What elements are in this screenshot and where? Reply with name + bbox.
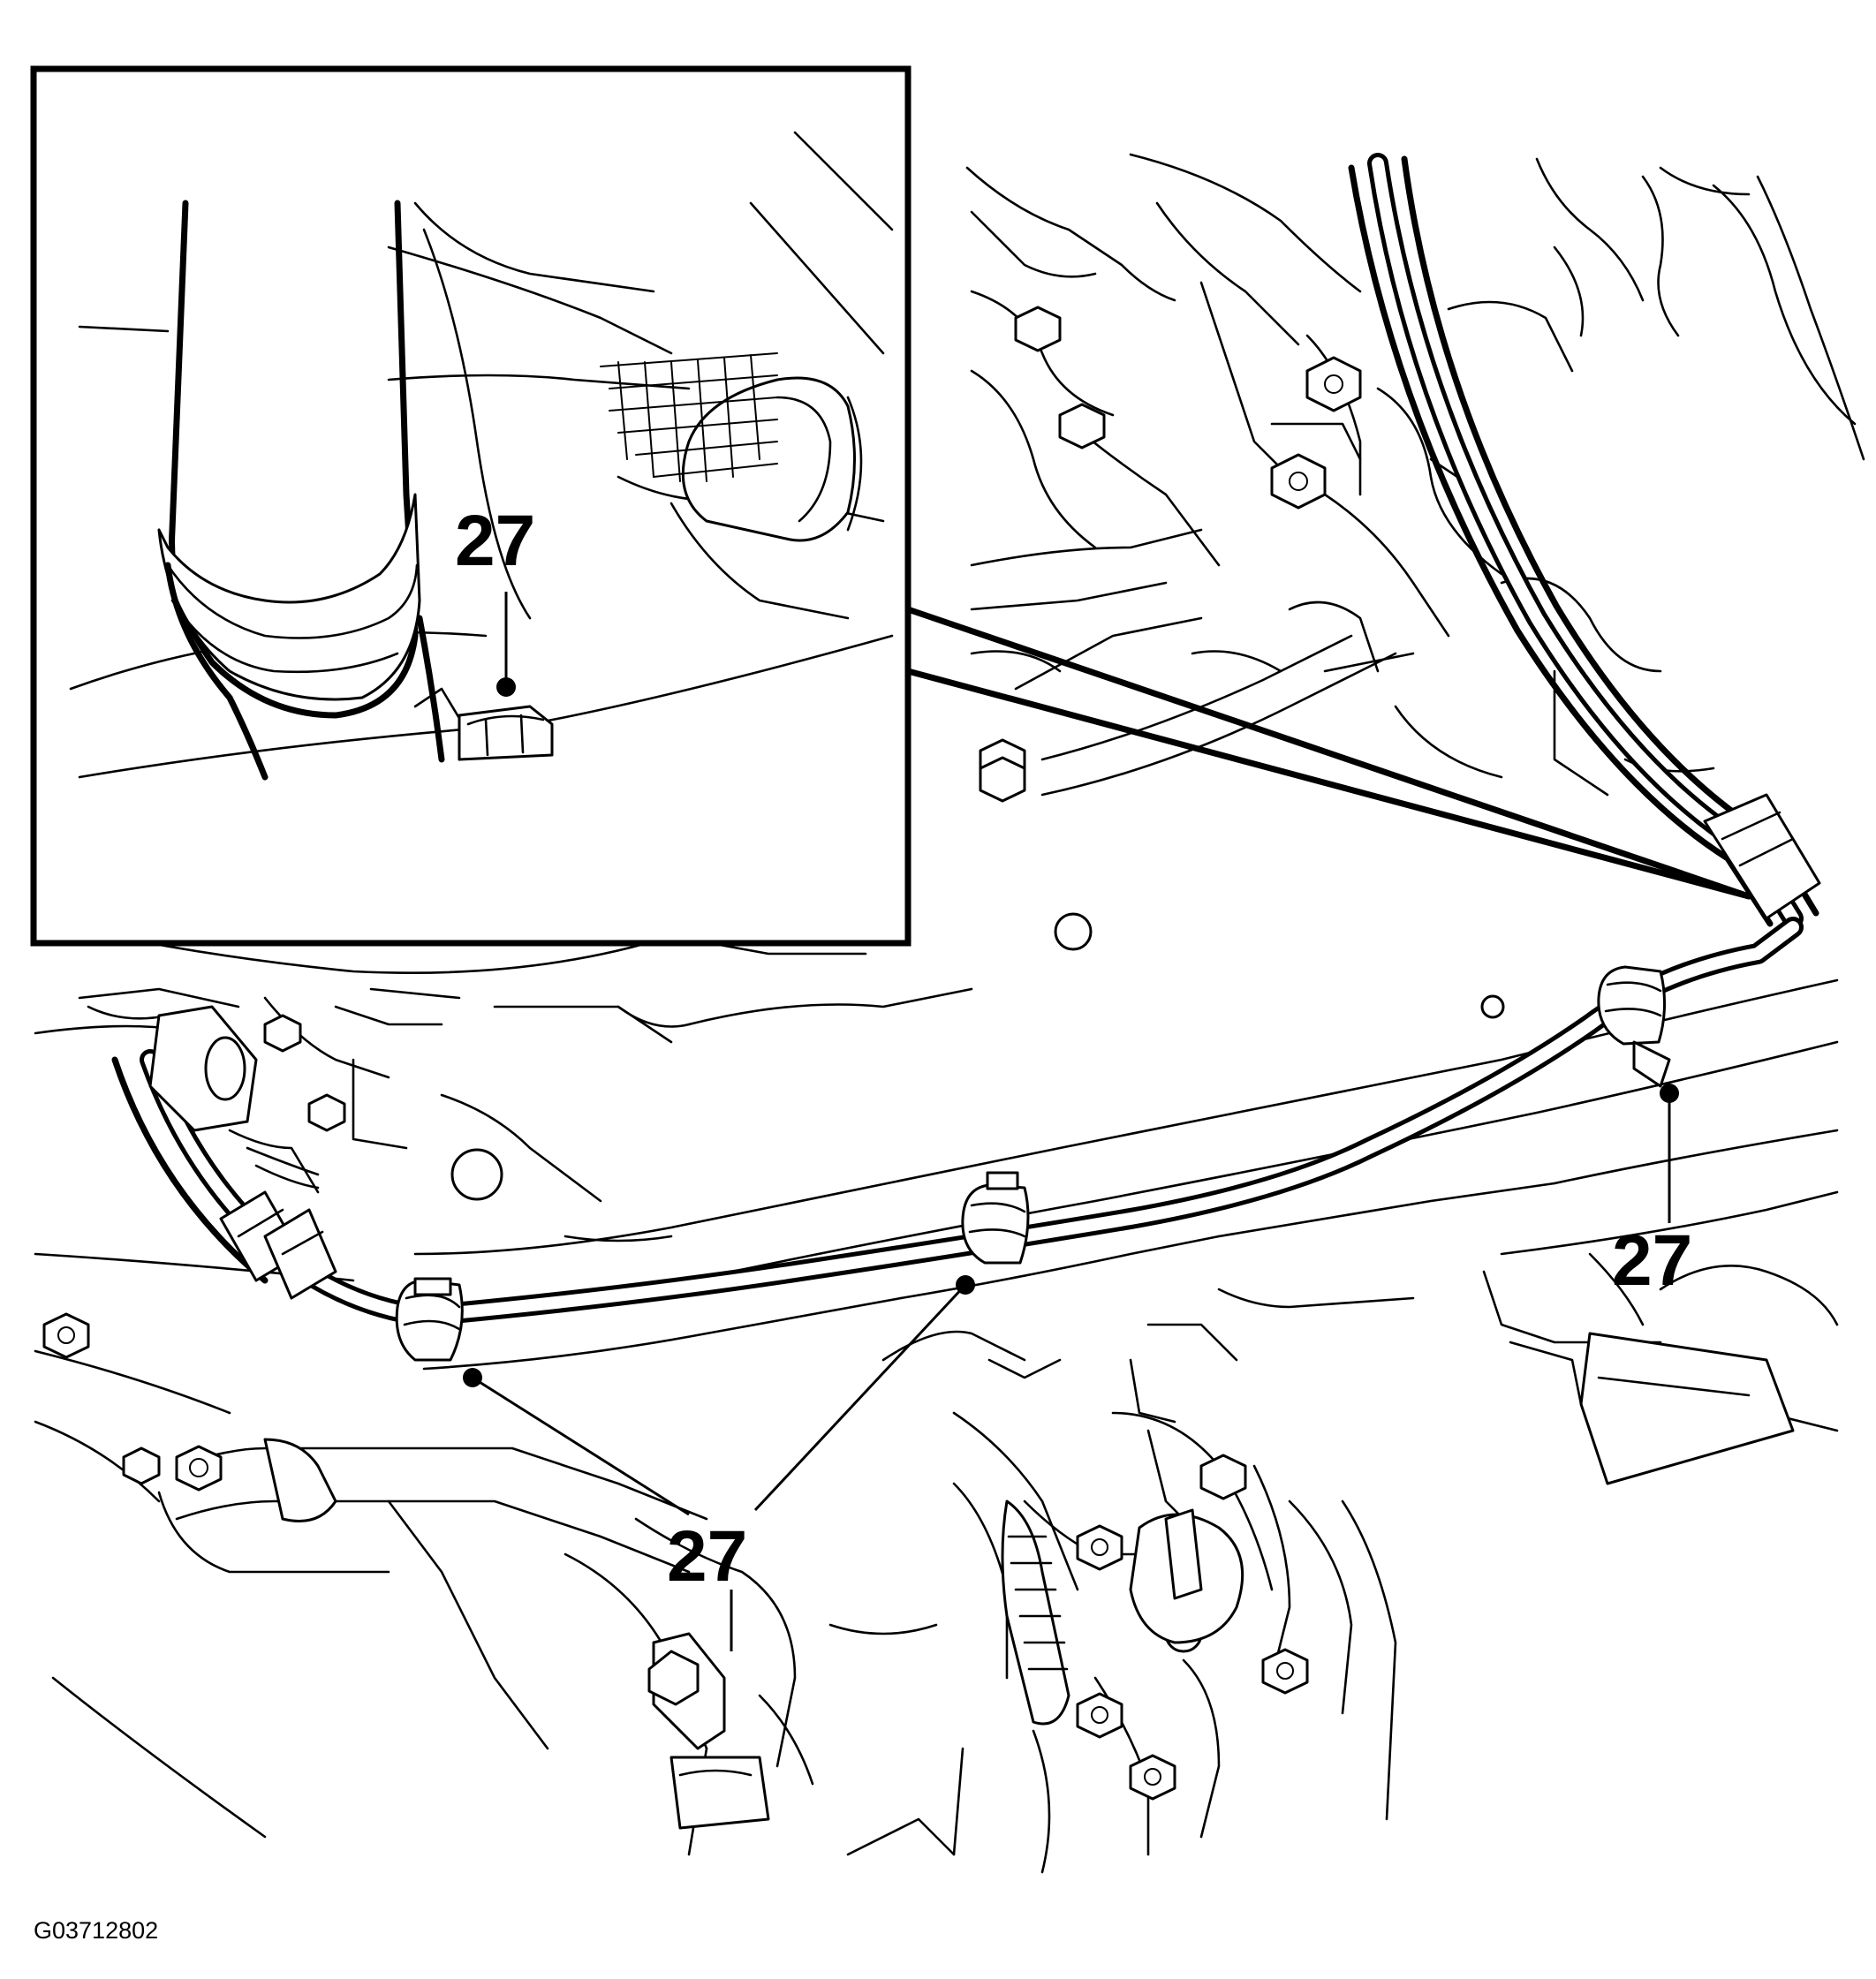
bolt — [1199, 1454, 1247, 1500]
fluid-line — [111, 917, 1804, 1326]
bolt — [1058, 403, 1106, 449]
callout-inset: 27 — [455, 501, 535, 697]
bolt — [979, 756, 1026, 803]
bolt — [1261, 1648, 1309, 1695]
bolt — [307, 1093, 346, 1132]
pipe-clip-3 — [1597, 965, 1671, 1088]
figure-id-label: G03712802 — [34, 1917, 158, 1944]
inset-detail-art — [69, 131, 894, 781]
mesh-pattern — [600, 352, 778, 482]
detail-inset — [30, 65, 1752, 947]
bolt — [1305, 356, 1362, 412]
connector-left — [148, 1005, 320, 1194]
callout-label-bottom: 27 — [667, 1516, 747, 1597]
bolt — [1480, 994, 1505, 1019]
pipe-clips — [219, 965, 1671, 1362]
bolt — [1014, 306, 1062, 352]
engine-subframe-linework — [34, 153, 1865, 1874]
bolt — [1076, 1692, 1123, 1739]
inset-leader-lower — [904, 668, 1752, 900]
steering-boot — [1001, 1499, 1244, 1726]
bolt — [1076, 1524, 1123, 1571]
bolt — [1129, 1754, 1176, 1801]
bolt — [1270, 453, 1327, 510]
bolt — [263, 1014, 302, 1053]
bolt — [450, 1148, 503, 1201]
inset-bolt — [458, 705, 554, 761]
pipe-clip-2 — [961, 1171, 1030, 1265]
pipe-coupling-left — [219, 1190, 337, 1300]
inset-leader-upper — [904, 606, 1752, 900]
lower-stud-bolt — [647, 1632, 770, 1830]
bolt — [175, 1445, 223, 1492]
bolt — [42, 1312, 90, 1359]
callout-bottom: 27 — [463, 1275, 975, 1651]
pipe-clip-1 — [395, 1277, 464, 1362]
bolt — [1054, 912, 1093, 951]
callout-label-inset: 27 — [455, 501, 535, 581]
flexible-hose — [1348, 153, 1821, 929]
callout-label-right: 27 — [1612, 1220, 1692, 1301]
bolt — [122, 1446, 161, 1485]
callout-right: 27 — [1612, 1084, 1692, 1301]
